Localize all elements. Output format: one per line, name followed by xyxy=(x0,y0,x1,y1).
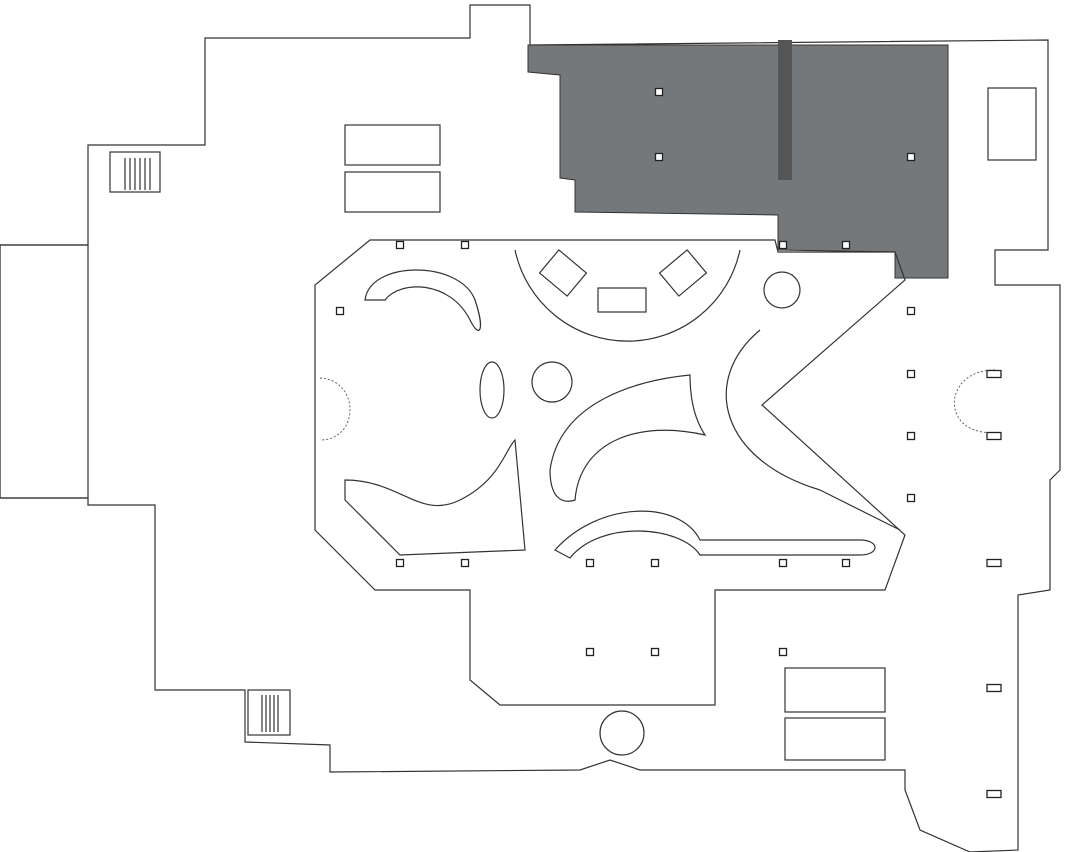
restroom xyxy=(344,171,441,213)
curved-wall-right xyxy=(725,329,901,531)
restroom xyxy=(784,667,886,713)
column-pillar xyxy=(585,558,595,568)
round-planter-right xyxy=(763,271,801,309)
column-pillar xyxy=(395,240,405,250)
curved-wall-top xyxy=(514,249,741,342)
curved-feature-left xyxy=(364,269,481,331)
column-pillar xyxy=(906,431,916,441)
column-pillar xyxy=(906,493,916,503)
curved-feature-lower-left xyxy=(344,438,526,556)
atrium xyxy=(314,239,906,706)
column-pillar xyxy=(395,558,405,568)
column-pillar xyxy=(906,152,916,162)
column-pillar xyxy=(654,87,664,97)
column-pillar xyxy=(906,369,916,379)
column-pillar xyxy=(778,240,788,250)
rotunda xyxy=(599,710,645,756)
divider-column xyxy=(778,40,792,180)
elevator-bank xyxy=(538,249,708,313)
column-pillar xyxy=(986,683,1002,693)
columns xyxy=(335,87,1002,799)
curved-feature-center xyxy=(549,374,707,502)
column-pillar xyxy=(778,647,788,657)
curved-feature-lower xyxy=(554,510,876,559)
round-planter xyxy=(531,361,573,403)
column-pillar xyxy=(906,306,916,316)
column-pillar xyxy=(650,647,660,657)
dotted-curve-right xyxy=(953,369,1001,434)
restroom xyxy=(784,717,886,761)
dotted-curve-left xyxy=(319,377,351,441)
highlighted-area[interactable] xyxy=(527,44,949,279)
column-pillar xyxy=(335,306,345,316)
column-pillar xyxy=(460,240,470,250)
column-pillar xyxy=(650,558,660,568)
column-pillar xyxy=(986,558,1002,568)
room-right xyxy=(987,87,1037,161)
stairs-icon xyxy=(109,151,161,193)
oval-planter xyxy=(479,361,505,419)
left-wing xyxy=(0,244,89,499)
column-pillar xyxy=(585,647,595,657)
column-pillar xyxy=(778,558,788,568)
column-pillar xyxy=(986,369,1002,379)
column-pillar xyxy=(460,558,470,568)
column-pillar xyxy=(986,789,1002,799)
column-pillar xyxy=(654,152,664,162)
restroom xyxy=(344,124,441,166)
column-pillar xyxy=(841,240,851,250)
stairs-icon xyxy=(247,689,291,736)
column-pillar xyxy=(841,558,851,568)
column-pillar xyxy=(986,431,1002,441)
